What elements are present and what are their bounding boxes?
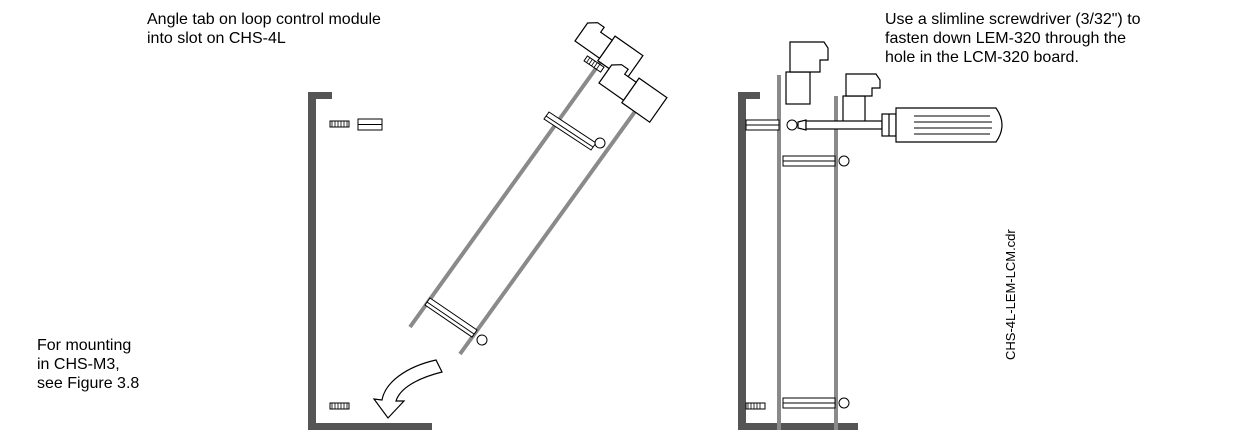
tilted-standoffs — [424, 111, 597, 338]
screwdriver-icon — [797, 107, 1003, 143]
right-connectors — [785, 41, 881, 125]
standoff-loose — [357, 118, 383, 131]
right-chassis — [738, 92, 858, 430]
caption-screwdriver: Use a slimline screwdriver (3/32") to fa… — [885, 11, 1141, 66]
left-chassis — [308, 92, 432, 430]
tilted-screws — [476, 55, 606, 346]
rotation-arrow — [372, 359, 443, 419]
tilted-board-lem — [458, 86, 654, 356]
tilted-board-lcm — [408, 58, 604, 329]
tilted-connectors — [574, 22, 668, 124]
left-chassis-screws — [329, 120, 350, 410]
caption-angle-tab: Angle tab on loop control module into sl… — [147, 11, 381, 47]
right-standoffs — [745, 119, 850, 409]
caption-mounting: For mounting in CHS-M3, see Figure 3.8 — [37, 337, 140, 392]
right-chassis-screws — [745, 402, 766, 410]
